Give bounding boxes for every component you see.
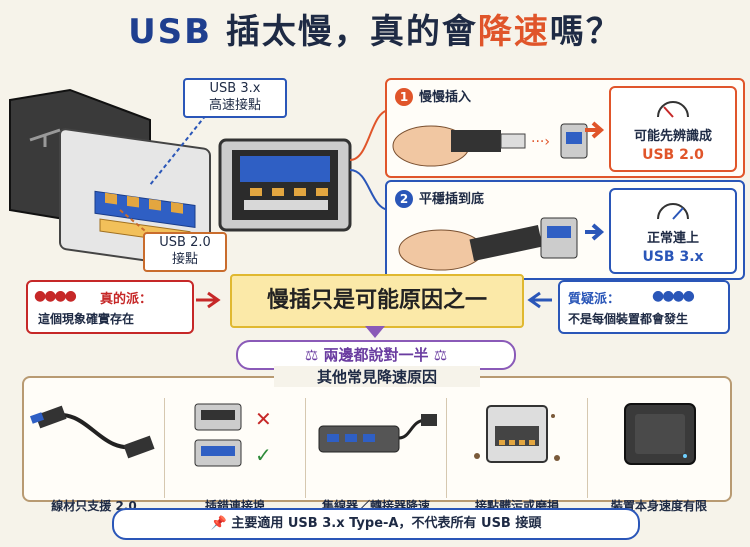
cause-cable-label: 線材只支援 2.0 <box>51 499 137 513</box>
callout-usb3-sub: 高速接點 <box>208 98 261 113</box>
divider <box>305 398 306 498</box>
title-middle: 插太慢，真的會 <box>212 12 478 52</box>
divider <box>164 398 165 498</box>
callout-usb2-title: USB 2.0 <box>159 235 211 250</box>
callout-usb2-sub: 接點 <box>171 252 198 267</box>
svg-text:✕: ✕ <box>255 407 272 431</box>
step-1-result-line2: USB 2.0 <box>642 147 704 163</box>
title-end: 嗎？ <box>549 12 622 52</box>
step-2-header: 2 平穩插到底 <box>395 188 484 208</box>
arrow-icon <box>585 223 605 241</box>
slow-insert-illustration: ···› <box>392 123 588 167</box>
external-drive-icon <box>624 403 696 465</box>
step-2-result-line2: USB 3.x <box>642 249 704 265</box>
step-2-panel: 2 平穩插到底 正常連上 USB 3.x <box>385 180 745 280</box>
usb-socket <box>218 138 352 232</box>
opinion-yes: ●●●● 真的派： 這個現象確實存在 <box>26 280 194 334</box>
firm-insert-illustration <box>398 217 578 271</box>
cause-wrong-port: ✕ ✓ 插錯連接埠 <box>165 396 305 516</box>
page-title: USB 插太慢，真的會降速嗎？ <box>0 4 750 53</box>
callout-usb3-title: USB 3.x <box>209 81 261 96</box>
cable-icon <box>29 405 155 459</box>
other-causes-panel: 其他常見降速原因 線材只支援 2.0 ✕ ✓ 插錯連接埠 <box>22 366 732 513</box>
step-1-number: 1 <box>395 88 413 106</box>
pin-icon: 📌 <box>210 516 232 531</box>
arrow-down-icon <box>365 326 385 338</box>
half-right-banner: ⚖ 兩邊都說對一半 ⚖ <box>236 340 516 370</box>
half-right-text: 兩邊都說對一半 <box>323 346 429 364</box>
arrow-right-icon <box>196 291 221 309</box>
scope-note-text: 主要適用 USB 3.x Type-A，不代表所有 USB 接頭 <box>231 516 542 531</box>
cause-hub: 集線器／轉接器降速 <box>306 396 446 516</box>
scale-icon: ⚖ <box>428 346 448 364</box>
step-1-header: 1 慢慢插入 <box>395 86 471 106</box>
step-2-result: 正常連上 USB 3.x <box>609 188 737 274</box>
cause-cable: 線材只支援 2.0 <box>24 396 164 516</box>
opinion-yes-text: 這個現象確實存在 <box>38 312 135 326</box>
dirty-connector-icon <box>474 405 560 463</box>
other-causes-title: 其他常見降速原因 <box>274 366 480 387</box>
speedometer-icon <box>657 101 689 118</box>
scope-note: 📌 主要適用 USB 3.x Type-A，不代表所有 USB 接頭 <box>112 508 640 540</box>
divider <box>587 398 588 498</box>
cause-device-speed-label: 裝置本身速度有限 <box>610 499 707 513</box>
main-conclusion-banner: 慢插只是可能原因之一 <box>230 274 524 328</box>
cause-device-speed: 裝置本身速度有限 <box>588 396 730 516</box>
ports-icon: ✕ ✓ <box>194 403 272 467</box>
step-2-label: 平穩插到底 <box>419 192 485 207</box>
title-highlight: 降速 <box>477 12 550 52</box>
cause-dirty-contacts: 接點髒污或磨損 <box>447 396 587 516</box>
opinion-no-title: 質疑派： <box>568 292 621 307</box>
speedometer-icon <box>657 203 689 220</box>
divider <box>446 398 447 498</box>
step-1-result-line1: 可能先辨識成 <box>633 129 712 144</box>
step-1-label: 慢慢插入 <box>419 90 472 105</box>
callout-usb3: USB 3.x 高速接點 <box>183 78 287 118</box>
opinion-no-text: 不是每個裝置都會發生 <box>568 312 689 326</box>
svg-text:···›: ···› <box>531 134 550 150</box>
scale-icon: ⚖ <box>304 346 324 364</box>
arrow-icon <box>585 121 605 139</box>
svg-text:✓: ✓ <box>255 443 272 467</box>
arrow-left-icon <box>527 291 552 309</box>
callout-usb2: USB 2.0 接點 <box>143 232 227 272</box>
step-2-number: 2 <box>395 190 413 208</box>
people-icon: ●●●● <box>652 288 695 304</box>
opinion-no: 質疑派： ●●●● 不是每個裝置都會發生 <box>558 280 730 334</box>
hub-icon <box>318 414 437 453</box>
title-usb: USB <box>128 12 213 52</box>
step-1-panel: 1 慢慢插入 ···› 可能先辨識成 USB 2.0 <box>385 78 745 178</box>
people-icon: ●●●● <box>34 288 77 304</box>
step-2-result-line1: 正常連上 <box>646 231 699 246</box>
step-1-result: 可能先辨識成 USB 2.0 <box>609 86 737 172</box>
opinion-yes-title: 真的派： <box>100 292 153 307</box>
